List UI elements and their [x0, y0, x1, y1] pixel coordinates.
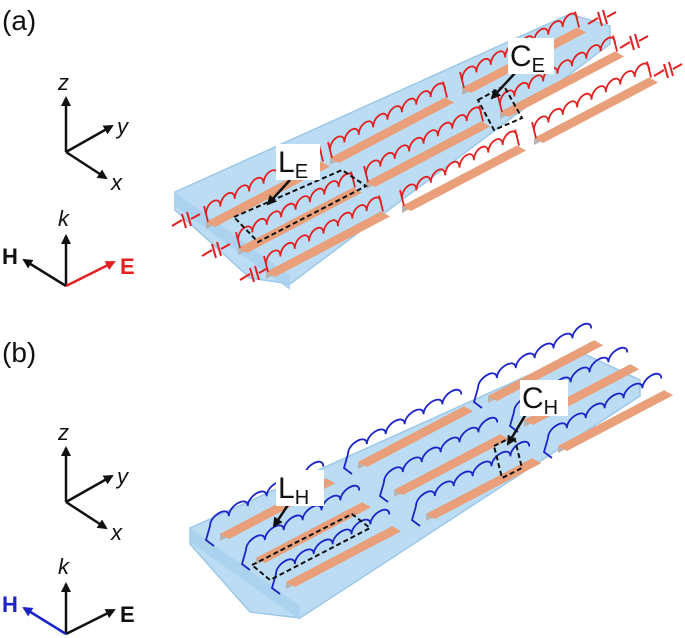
- inductor-label-b: LH: [278, 472, 309, 509]
- capacitor-pointer-arrow-b: [506, 413, 528, 446]
- inductor-coil-b-r0c2: [472, 322, 593, 409]
- inductor-coil-b-r2c2: [542, 372, 663, 459]
- e-vector-arrow: [65, 608, 116, 636]
- strip-a-r2c1: [402, 145, 527, 213]
- inductor-coil-a-r1c0: [235, 171, 356, 249]
- e-vector-label: E: [120, 602, 135, 627]
- capacitor-pointer-arrow-a: [490, 71, 517, 100]
- inductor-label-a: LE: [278, 146, 308, 183]
- e-vector-label: E: [120, 254, 135, 279]
- k-vector-label: k: [58, 554, 70, 579]
- panel-b: (b) z y x k H E LH CH: [2, 322, 674, 636]
- inductor-coil-b-r1c0: [240, 484, 361, 571]
- inductor-coil-a-r0c1: [327, 81, 448, 159]
- capacitor-symbol-a-0: [587, 9, 617, 27]
- k-vector-label: k: [58, 206, 70, 231]
- strip-a-r1c2: [500, 51, 625, 119]
- panel-a-axes: [61, 96, 114, 180]
- capacitor-symbol-a-2: [653, 61, 683, 79]
- inductor-coil-a-r1c1: [363, 105, 484, 183]
- inductor-coil-a-r2c1: [399, 129, 520, 207]
- z-axis-label: z: [57, 420, 69, 445]
- capacitor-symbol-a-1: [619, 33, 649, 51]
- y-axis-arrow: [65, 474, 114, 504]
- panel-a-wave-vectors: [22, 234, 116, 288]
- h-vector-arrow: [22, 606, 67, 636]
- inductor-coil-a-r2c2: [531, 61, 652, 139]
- h-vector-arrow: [22, 258, 67, 288]
- strip-b-r2c0: [286, 526, 402, 589]
- inductor-label-bg-b: [276, 470, 324, 506]
- strip-a-r2c2: [534, 77, 659, 145]
- inductor-pointer-arrow-a: [266, 179, 291, 206]
- x-axis-arrow: [65, 150, 108, 180]
- inductor-highlight-box-a: [232, 168, 368, 244]
- capacitor-label-bg-b: [520, 380, 568, 416]
- capacitor-label-bg-a: [508, 38, 554, 74]
- inductor-coil-b-r0c1: [342, 388, 463, 475]
- capacitor-symbol-a-4: [201, 241, 231, 259]
- strip-a-r1c1: [366, 121, 491, 189]
- panel-a: (a) z y x k H E: [2, 5, 683, 290]
- z-axis-label: z: [57, 70, 69, 95]
- x-axis-label: x: [110, 520, 123, 545]
- capacitor-symbol-a-5: [239, 265, 269, 283]
- capacitor-symbol-a-3: [171, 211, 201, 229]
- panel-b-label: (b): [2, 337, 36, 368]
- strip-b-r0c2: [488, 340, 604, 403]
- e-vector-arrow: [65, 260, 116, 288]
- x-axis-label: x: [110, 170, 123, 195]
- inductor-highlight-box-b: [250, 512, 372, 582]
- strip-b-r2c2: [558, 390, 674, 453]
- capacitor-label-a: CE: [510, 40, 545, 77]
- panel-b-axes: [61, 446, 114, 530]
- strip-b-r1c1: [394, 434, 510, 497]
- y-axis-label: y: [115, 464, 130, 489]
- strip-a-r2c0: [266, 211, 391, 279]
- h-vector-label: H: [2, 592, 18, 617]
- inductor-label-bg-a: [276, 144, 320, 180]
- panel-a-capacitors: [171, 9, 683, 283]
- x-axis-arrow: [65, 500, 108, 530]
- inductor-coil-b-r2c1: [410, 440, 531, 527]
- inductor-coil-b-r1c1: [378, 416, 499, 503]
- y-axis-arrow: [65, 124, 114, 154]
- capacitor-label-b: CH: [522, 382, 558, 419]
- capacitor-highlight-box-b: [492, 434, 524, 480]
- strip-b-r0c1: [358, 406, 474, 469]
- y-axis-label: y: [115, 114, 130, 139]
- strip-a-r0c1: [330, 97, 455, 165]
- panel-b-strip-array: [204, 322, 674, 595]
- panel-a-label: (a): [2, 5, 36, 36]
- h-vector-label: H: [2, 244, 18, 269]
- panel-b-wave-vectors: [22, 582, 116, 636]
